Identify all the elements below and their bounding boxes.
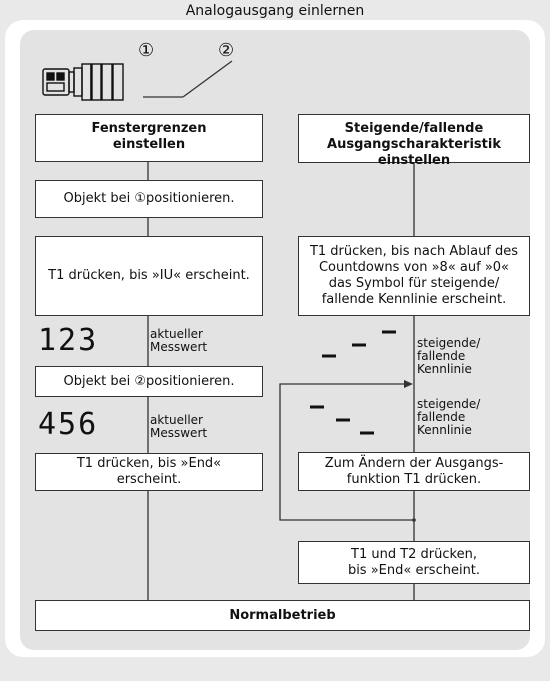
left-head-box: Fenstergrenzen einstellen — [35, 114, 263, 162]
right-step-1: T1 drücken, bis nach Ablauf des Countdow… — [298, 236, 530, 316]
display-value-2: 456 — [38, 407, 99, 442]
display-label-2: aktueller Messwert — [150, 413, 208, 440]
display-label-1: aktueller Messwert — [150, 327, 208, 354]
left-step-4: T1 drücken, bis »End« erscheint. — [35, 453, 263, 491]
position-marker-2: ② — [218, 40, 235, 61]
display-value-1: 123 — [38, 323, 99, 358]
diagram-title: Analogausgang einlernen — [185, 3, 365, 19]
falling-characteristic-icon — [310, 405, 374, 435]
characteristic-label-1: steigende/ fallende Kennlinie — [417, 336, 481, 376]
characteristic-label-2: steigende/ fallende Kennlinie — [417, 397, 481, 437]
left-step-2: T1 drücken, bis »IU« erscheint. — [35, 236, 263, 316]
left-step-3: Objekt bei ②positionieren. — [35, 366, 263, 397]
position-marker-1: ① — [138, 40, 155, 61]
right-head-box: Steigende/fallende Ausgangscharakteristi… — [298, 114, 530, 168]
rising-characteristic-icon — [322, 330, 396, 358]
sensor-icon — [42, 63, 124, 101]
right-step-3: T1 und T2 drücken, bis »End« erscheint. — [298, 541, 530, 584]
normal-operation-box: Normalbetrieb — [35, 600, 530, 631]
right-step-2: Zum Ändern der Ausgangs- funktion T1 drü… — [298, 452, 530, 491]
left-step-1: Objekt bei ①positionieren. — [35, 180, 263, 218]
